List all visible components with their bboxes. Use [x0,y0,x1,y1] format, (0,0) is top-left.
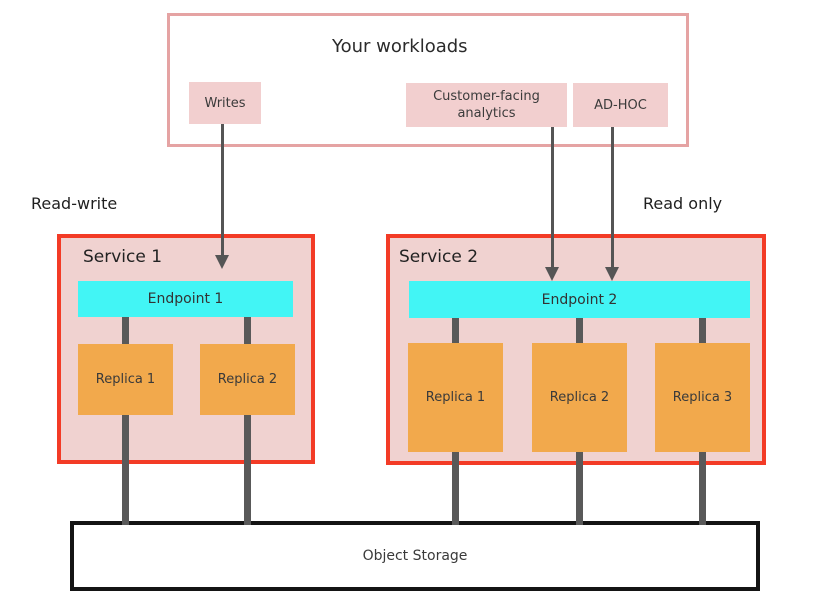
arrow-analytics-to-endpoint2 [545,127,559,281]
service-1-replica-1-label: Replica 1 [95,372,156,387]
arrow-head-icon [545,267,559,281]
service-1-title: Service 1 [83,247,163,267]
service-1-replica-1: Replica 1 [78,344,173,415]
workload-chip-writes-label: Writes [204,95,246,111]
connector-endpoint2-replica2 [576,318,583,343]
connector-s1-replica1-storage [122,415,129,525]
service-1-endpoint: Endpoint 1 [78,281,293,317]
workloads-title: Your workloads [332,36,468,57]
arrow-head-icon [215,255,229,269]
workload-chip-adhoc-label: AD-HOC [594,97,647,113]
service-2-replica-3-label: Replica 3 [672,390,733,405]
connector-s2-replica3-storage [699,452,706,525]
object-storage-box: Object Storage [70,521,760,591]
connector-s2-replica2-storage [576,452,583,525]
connector-endpoint1-replica1 [122,317,129,344]
workload-chip-writes: Writes [189,82,261,124]
workloads-panel: Your workloads Writes Customer-facing an… [167,13,689,147]
service-2-replica-3: Replica 3 [655,343,750,452]
connector-endpoint2-replica3 [699,318,706,343]
service-2-endpoint-label: Endpoint 2 [541,291,618,308]
service-2-title: Service 2 [399,247,479,267]
workload-chip-adhoc: AD-HOC [573,83,668,127]
arrow-stem [550,127,554,267]
connector-s2-replica1-storage [452,452,459,525]
connector-endpoint1-replica2 [244,317,251,344]
service-2-panel: Service 2 Endpoint 2 Replica 1 Replica 2… [386,234,766,465]
service-1-replica-2: Replica 2 [200,344,295,415]
arrow-stem [220,124,224,255]
service-2-replica-1-label: Replica 1 [425,390,486,405]
arrow-stem [610,127,614,267]
arrow-adhoc-to-endpoint2 [605,127,619,281]
service-1-replica-2-label: Replica 2 [217,372,278,387]
arrow-head-icon [605,267,619,281]
service-2-endpoint: Endpoint 2 [409,281,750,318]
service-2-replica-2: Replica 2 [532,343,627,452]
connector-s1-replica2-storage [244,415,251,525]
read-only-label: Read only [643,194,723,213]
service-2-replica-2-label: Replica 2 [549,390,610,405]
workload-chip-analytics: Customer-facing analytics [406,83,567,127]
workload-chip-analytics-label: Customer-facing analytics [433,89,540,121]
service-1-panel: Service 1 Endpoint 1 Replica 1 Replica 2 [57,234,315,464]
arrow-writes-to-endpoint1 [215,124,229,269]
service-1-endpoint-label: Endpoint 1 [147,291,224,307]
service-2-replica-1: Replica 1 [408,343,503,452]
object-storage-label: Object Storage [362,548,468,564]
read-write-label: Read-write [31,194,118,213]
connector-endpoint2-replica1 [452,318,459,343]
